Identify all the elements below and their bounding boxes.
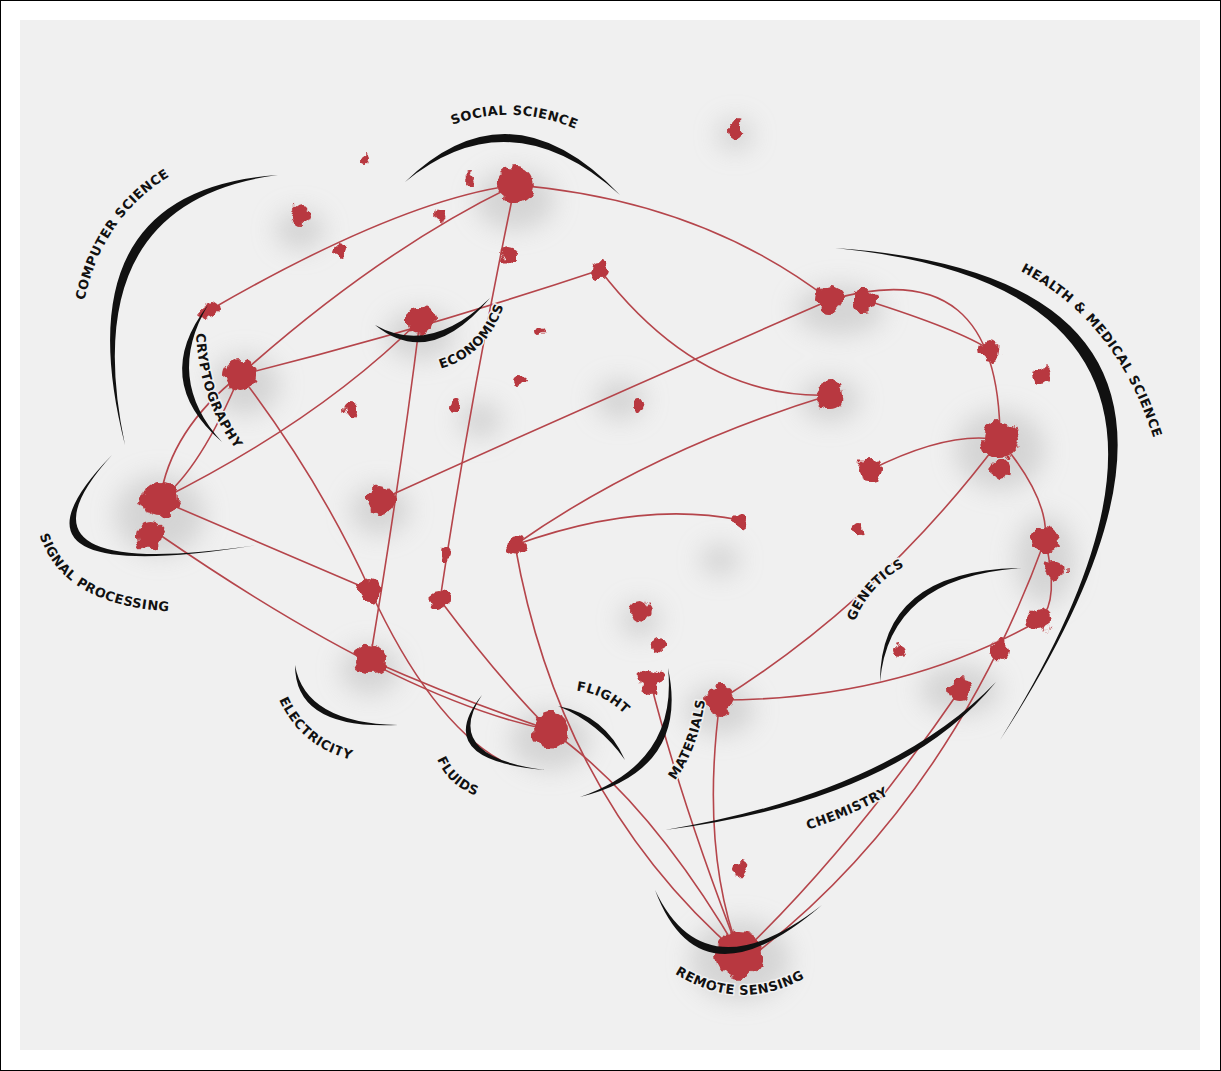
field-label: CRYPTOGRAPHY [193,333,246,451]
terrain-shadows [115,119,1075,1000]
ground [20,20,1200,1050]
field-label: SOCIAL SCIENCE [449,103,581,132]
field-clusters [136,122,1065,979]
field-label: REMOTE SENSING [673,963,806,998]
field-label: ECONOMICS [437,301,507,371]
field-label: CHEMISTRY [804,784,890,833]
field-label: MATERIALS [665,698,708,782]
field-label: FLIGHT [576,679,633,717]
network-links [160,185,1051,955]
field-label: SIGNAL PROCESSING [37,531,170,614]
field-label: FLUIDS [434,754,481,799]
field-label: HEALTH & MEDICAL SCIENCE [1019,261,1165,440]
field-label: ELECTRICITY [276,694,354,762]
field-label: COMPUTER SCIENCE [73,166,172,301]
field-brackets [70,134,1118,954]
field-label: GENETICS [844,556,907,623]
